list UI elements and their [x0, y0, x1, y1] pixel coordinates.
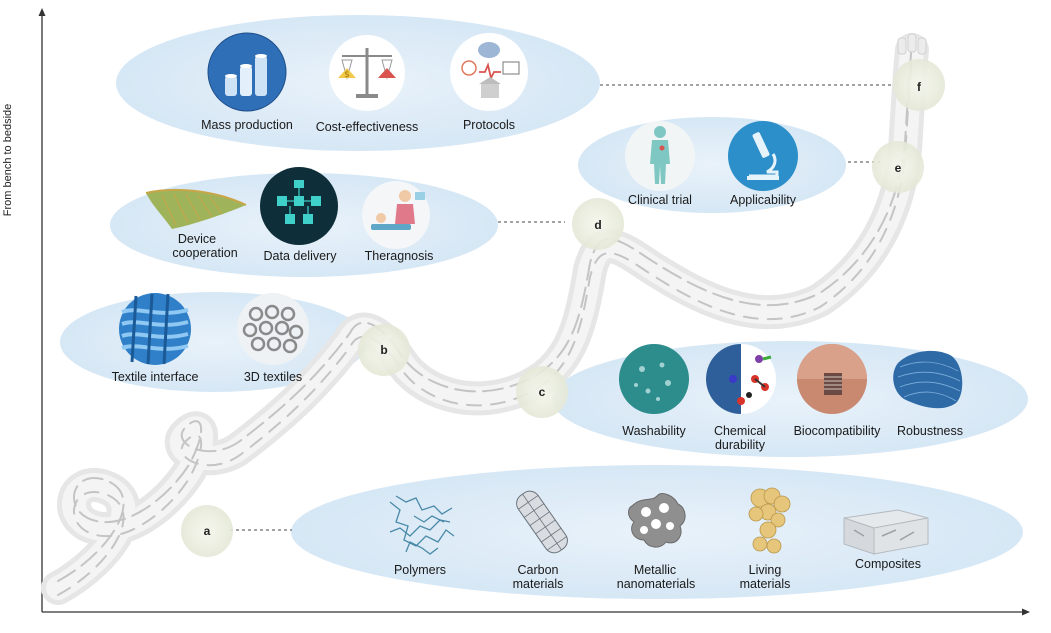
label-device-cooperation-line1: Device	[177, 232, 217, 246]
label-data-delivery: Data delivery	[263, 249, 337, 263]
stage-letter-c: c	[538, 385, 546, 399]
label-biocompatibility: Biocompatibility	[793, 424, 881, 438]
composites-icon	[843, 509, 929, 555]
applicability-icon	[728, 121, 798, 191]
data-delivery-icon	[260, 167, 338, 245]
protocols-icon	[450, 33, 528, 111]
mass-production-icon	[207, 32, 287, 112]
living-materials-icon	[748, 487, 791, 554]
3d-textiles-icon	[237, 293, 309, 365]
textile-interface-icon	[119, 293, 191, 365]
stage-letter-d: d	[594, 218, 602, 232]
stage-circle-c	[516, 366, 568, 418]
label-mass-production: Mass production	[201, 118, 293, 132]
svg-text:$: $	[344, 70, 350, 80]
metallic-nanomaterials-icon	[628, 493, 686, 548]
label-cost-effectiveness: Cost-effectiveness	[315, 120, 419, 134]
biocompatibility-icon	[797, 344, 867, 414]
label-carbon-materials-line1: Carbon	[517, 563, 559, 577]
stage-circle-d	[572, 198, 624, 250]
stage-circles	[181, 59, 945, 557]
label-3d-textiles: 3D textiles	[243, 370, 303, 384]
y-axis-label: From bench to bedside	[2, 103, 14, 217]
chemical-durability-icon	[706, 344, 776, 414]
ellipse-e	[578, 117, 846, 213]
label-carbon-materials-line2: materials	[512, 577, 564, 591]
stage-letter-b: b	[380, 343, 388, 357]
stage-letter-a: a	[203, 524, 211, 538]
label-living-materials-line2: materials	[739, 577, 791, 591]
carbon-nanotube-icon	[516, 490, 568, 554]
clinical-trial-icon	[625, 121, 695, 191]
label-metallic-nanomaterials-line1: Metallic	[633, 563, 677, 577]
washability-icon	[619, 344, 689, 414]
axes	[38, 8, 1030, 616]
label-applicability: Applicability	[729, 193, 797, 207]
label-polymers: Polymers	[393, 563, 447, 577]
robustness-icon	[893, 350, 963, 409]
stage-circle-a	[181, 505, 233, 557]
label-theragnosis: Theragnosis	[364, 249, 434, 263]
label-chemical-durability-line1: Chemical	[713, 424, 767, 438]
theragnosis-icon	[362, 181, 430, 249]
label-chemical-durability-line2: durability	[714, 438, 766, 452]
label-living-materials-line1: Living	[748, 563, 782, 577]
label-textile-interface: Textile interface	[111, 370, 199, 384]
label-metallic-nanomaterials-line2: nanomaterials	[616, 577, 696, 591]
label-washability: Washability	[622, 424, 686, 438]
device-cooperation-icon	[145, 188, 247, 229]
stage-letter-e: e	[894, 161, 902, 175]
stage-circle-b	[358, 324, 410, 376]
label-device-cooperation-line2: cooperation	[172, 246, 238, 260]
label-clinical-trial: Clinical trial	[628, 193, 692, 207]
label-protocols: Protocols	[462, 118, 516, 132]
label-composites: Composites	[855, 557, 921, 571]
stage-letter-f: f	[917, 80, 921, 94]
label-robustness: Robustness	[896, 424, 964, 438]
stage-circle-e	[872, 141, 924, 193]
cost-effectiveness-icon: $	[329, 35, 405, 111]
polymers-icon	[389, 495, 455, 555]
stage-circle-f	[893, 59, 945, 111]
